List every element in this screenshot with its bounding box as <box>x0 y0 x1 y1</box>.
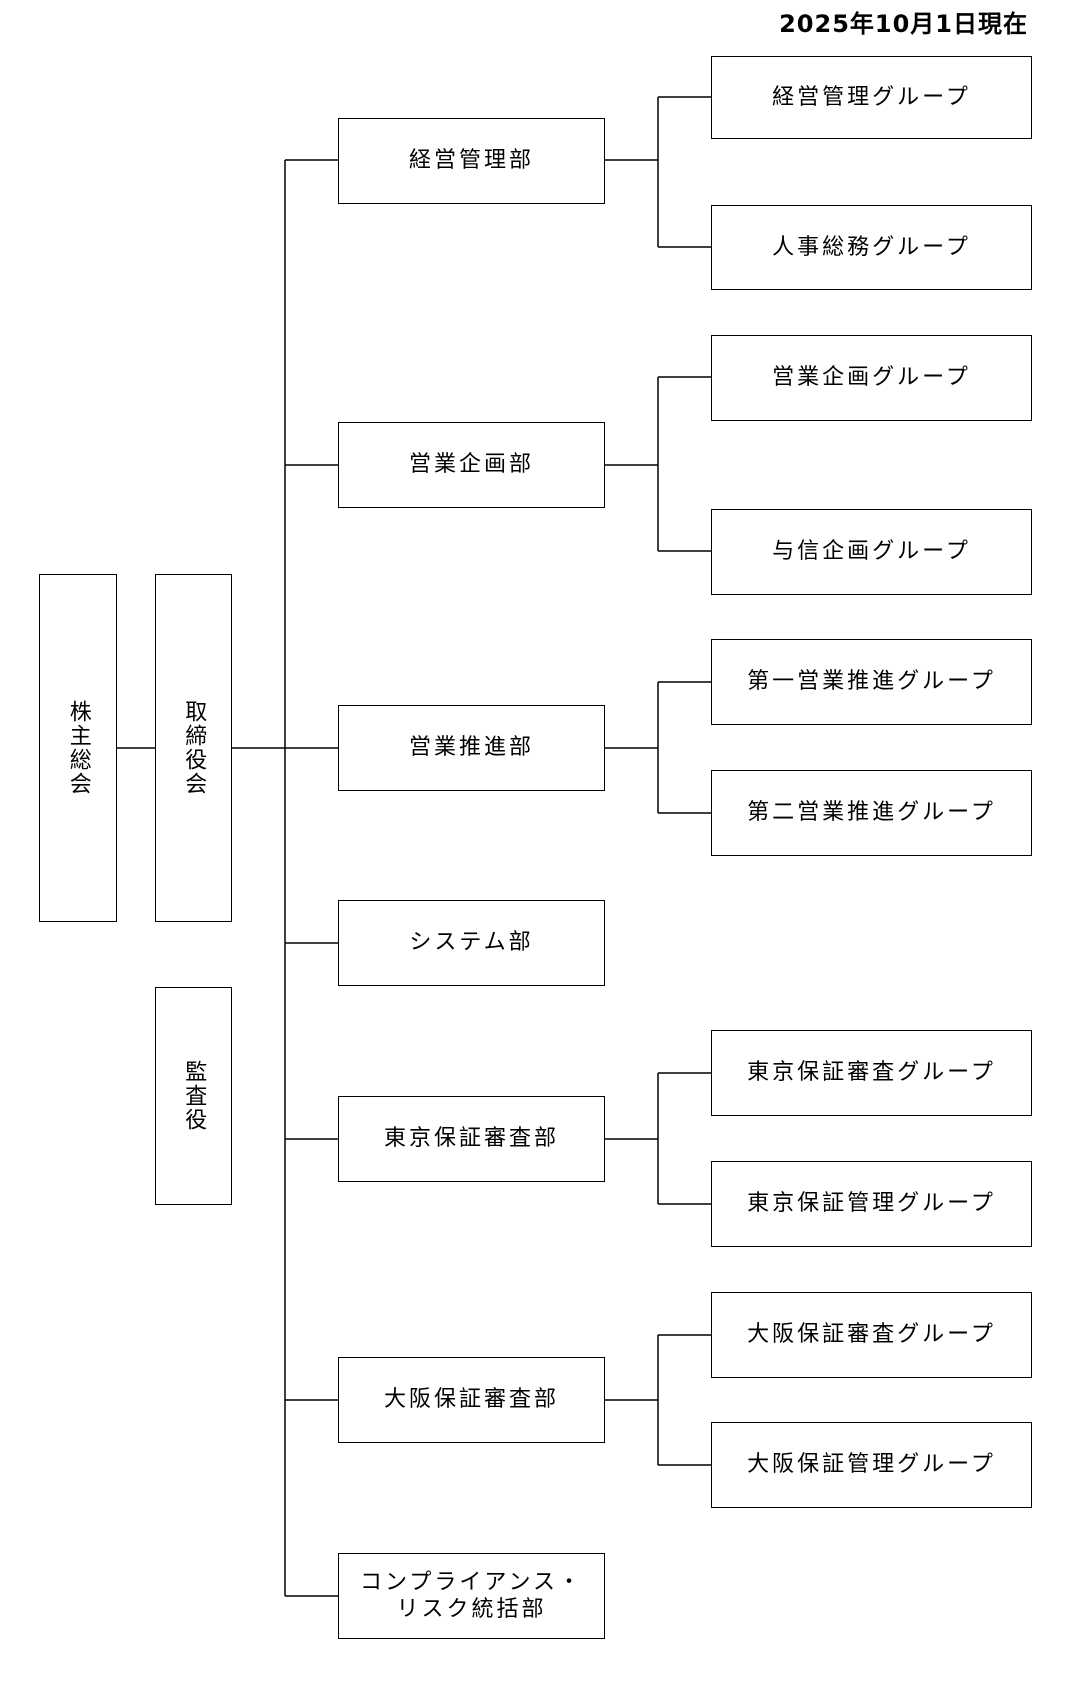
group-box: 人事総務グループ <box>711 205 1032 290</box>
department-box: コンプライアンス・ リスク統括部 <box>338 1553 605 1639</box>
shareholders-meeting-box: 株主総会 <box>39 574 117 922</box>
group-box: 大阪保証管理グループ <box>711 1422 1032 1508</box>
group-box: 第二営業推進グループ <box>711 770 1032 856</box>
group-box: 与信企画グループ <box>711 509 1032 595</box>
department-box: 経営管理部 <box>338 118 605 204</box>
department-box: 営業推進部 <box>338 705 605 791</box>
group-box: 経営管理グループ <box>711 56 1032 139</box>
department-box: 営業企画部 <box>338 422 605 508</box>
group-box: 東京保証審査グループ <box>711 1030 1032 1116</box>
as-of-date: 2025年10月1日現在 <box>779 10 1028 38</box>
group-box: 東京保証管理グループ <box>711 1161 1032 1247</box>
group-box: 大阪保証審査グループ <box>711 1292 1032 1378</box>
department-box: システム部 <box>338 900 605 986</box>
group-box: 第一営業推進グループ <box>711 639 1032 725</box>
group-box: 営業企画グループ <box>711 335 1032 421</box>
board-of-directors-box: 取締役会 <box>155 574 232 922</box>
department-box: 東京保証審査部 <box>338 1096 605 1182</box>
auditor-box: 監査役 <box>155 987 232 1205</box>
department-box: 大阪保証審査部 <box>338 1357 605 1443</box>
